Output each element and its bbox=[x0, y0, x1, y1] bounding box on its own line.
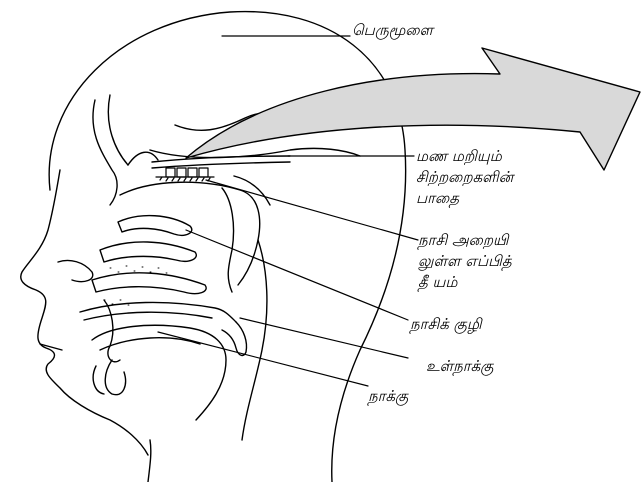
olfactory-cells bbox=[156, 168, 214, 181]
label-brain: பெருமூளை bbox=[352, 20, 433, 41]
label-nasal-epithelium-line1: நாசி அறையி bbox=[418, 230, 512, 251]
label-olfactory-path-line3: பாதை bbox=[416, 188, 513, 209]
teeth bbox=[93, 366, 104, 394]
label-nasal-epithelium: நாசி அறையி லுள்ள எப்பித் தீ யம் bbox=[418, 230, 512, 293]
frontal-bone bbox=[108, 95, 128, 165]
label-uvula-text: உள்நாக்கு bbox=[426, 356, 493, 377]
nostril bbox=[58, 260, 93, 281]
turbinate-upper bbox=[118, 216, 192, 236]
teeth bbox=[105, 360, 125, 395]
leader-nasal-cavity bbox=[186, 230, 408, 320]
soft-palate bbox=[222, 322, 247, 355]
tongue bbox=[100, 338, 200, 350]
neck-line bbox=[148, 440, 151, 482]
label-brain-text: பெருமூளை bbox=[352, 20, 433, 41]
label-tongue: நாக்கு bbox=[368, 386, 408, 407]
olfactory-bulb bbox=[152, 156, 290, 162]
hard-palate bbox=[84, 312, 212, 320]
label-tongue-text: நாக்கு bbox=[368, 386, 408, 407]
olfactory-bulb bbox=[152, 162, 290, 168]
label-uvula: உள்நாக்கு bbox=[426, 356, 493, 377]
stipple bbox=[104, 266, 167, 305]
frontal-bone bbox=[93, 100, 117, 205]
label-nasal-cavity: நாசிக் குழி bbox=[410, 314, 482, 335]
label-olfactory-path: மண மறியும் சிற்றறைகளின் பாதை bbox=[416, 146, 513, 209]
turbinate-middle bbox=[100, 242, 196, 262]
turbinate-lower bbox=[92, 273, 206, 294]
label-nasal-cavity-text: நாசிக் குழி bbox=[410, 314, 482, 335]
label-nasal-epithelium-line3: தீ யம் bbox=[418, 272, 512, 293]
leader-nasal-epithelium bbox=[206, 180, 418, 240]
label-olfactory-path-line1: மண மறியும் bbox=[416, 146, 513, 167]
label-olfactory-path-line2: சிற்றறைகளின் bbox=[416, 167, 513, 188]
sphenoid bbox=[222, 188, 234, 292]
arrow-shape bbox=[186, 48, 640, 170]
orbit-curve bbox=[128, 152, 158, 165]
leader-uvula bbox=[240, 318, 408, 358]
label-nasal-epithelium-line2: லுள்ள எப்பித் bbox=[418, 251, 512, 272]
leader-tongue bbox=[158, 332, 368, 386]
